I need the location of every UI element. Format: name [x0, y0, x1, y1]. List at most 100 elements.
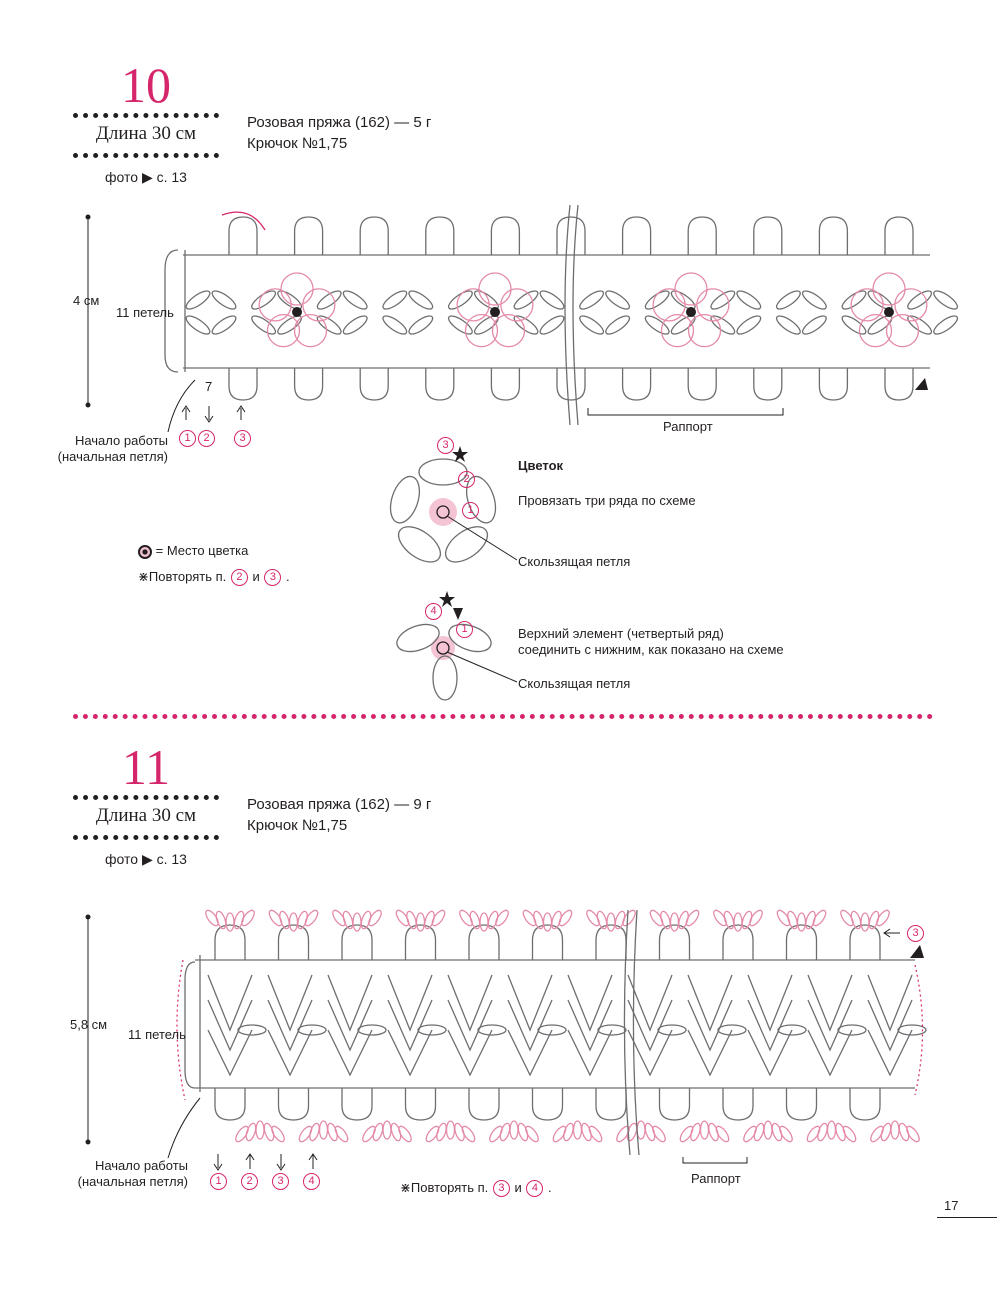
repeat-asterisk-icon: ⋇ [138, 569, 149, 584]
picot-stitch [352, 912, 362, 932]
picot-stitch [522, 909, 537, 927]
chain-loop [404, 924, 437, 960]
picot-stitch [586, 909, 600, 927]
break-mark [632, 909, 640, 1156]
picot-stitch [395, 909, 410, 927]
picot-stitch [255, 1120, 265, 1140]
flower-petal [491, 313, 526, 348]
row-marker: 3 [264, 569, 282, 587]
header-rule-bottom [73, 153, 219, 158]
v-stitch [867, 1029, 913, 1077]
chain-loop [425, 368, 455, 401]
stitch-leaf [251, 290, 277, 310]
yarn-line: Розовая пряжа (162) — 9 г [247, 796, 432, 813]
flower-petal [894, 288, 928, 322]
top-element-petal [448, 623, 492, 653]
flower-instruction: Провязать три ряда по схеме [518, 493, 696, 508]
picot-stitch [368, 909, 382, 927]
top-row-1: 1 [455, 621, 474, 639]
stitch-leaf [605, 315, 631, 335]
v-stitch [327, 1029, 373, 1077]
picot-stitch [614, 910, 626, 930]
picot-stitch [372, 1122, 384, 1142]
stitch-leaf [447, 315, 473, 335]
chain-loop [341, 924, 373, 960]
picot-stitch [723, 910, 735, 930]
stitch-leaf [342, 315, 368, 335]
stitch-leaf [513, 315, 539, 335]
stitch-leaf [417, 1024, 447, 1036]
pattern-10-start: Начало работы (начальная петля) [54, 433, 168, 465]
v-stitch [387, 974, 433, 1032]
v-stitch [807, 999, 853, 1052]
picot-stitch [558, 909, 573, 927]
row-marker: 3 [234, 430, 251, 448]
edge-stitches [176, 959, 186, 1101]
row-marker: 1 [210, 1173, 227, 1191]
row-marker: 2 [241, 1173, 258, 1191]
picot-stitch [649, 909, 664, 927]
stitch-leaf [277, 290, 303, 310]
picot-stitch [382, 1120, 392, 1140]
pattern-10-number: 10 [121, 57, 171, 113]
row-marker: 3 [907, 925, 924, 943]
pattern-11-repeat-label: Раппорт [691, 1171, 741, 1186]
edge-row-marker: 3 [906, 925, 925, 943]
chain-loop [468, 924, 500, 960]
top-element-petal [432, 655, 458, 701]
chain-loop [753, 216, 783, 255]
top-element-line-2: соединить с нижним, как показано на схем… [518, 642, 784, 657]
picot-stitch [425, 1125, 440, 1143]
arrow-up-icon [308, 1153, 318, 1169]
chain-loop [277, 1088, 310, 1121]
v-stitch [627, 999, 673, 1052]
picot-stitch [245, 1122, 257, 1142]
flower-petal [687, 313, 722, 348]
dimension-dot [85, 402, 91, 408]
picot-stitch [715, 1125, 730, 1143]
stitch-leaf [710, 290, 736, 310]
slip-loop-icon [436, 641, 450, 655]
top-element-note: Верхний элемент (четвертый ряд) соединит… [518, 626, 784, 658]
picot-stitch [842, 1125, 857, 1143]
picot-stitch [652, 1125, 666, 1143]
flower-petal [850, 288, 884, 322]
picot-stitch [796, 912, 807, 932]
arrow-up-icon [245, 1153, 255, 1169]
picot-stitch [390, 1122, 402, 1142]
picot-stitch [241, 909, 255, 927]
flower-petal [302, 288, 336, 322]
picot-stitch [489, 1125, 503, 1143]
stitch-leaf [251, 315, 277, 335]
stitch-leaf [357, 1024, 387, 1036]
stitch-leaf [657, 1024, 687, 1036]
pattern-10-repeat-label: Раппорт [663, 419, 713, 434]
chain-loop [595, 1088, 627, 1121]
chain-loop [687, 216, 717, 255]
stitch-leaf [408, 290, 434, 310]
picot-stitch [860, 912, 870, 932]
stitch-leaf [907, 290, 933, 310]
picot-stitch [787, 910, 798, 930]
chain-loop [722, 1088, 754, 1121]
picot-stitch [636, 1120, 646, 1140]
picot-stitch [469, 910, 481, 930]
stitch-leaf [670, 315, 696, 335]
start-line-2: (начальная петля) [77, 1174, 188, 1189]
picot-stitch [776, 909, 791, 927]
flower-petal [266, 313, 301, 348]
stitch-leaf [579, 315, 605, 335]
picot-stitch [454, 1122, 465, 1142]
picot-stitch [415, 912, 426, 932]
flower-petal [696, 288, 730, 322]
section-divider [73, 714, 933, 719]
picot-stitch [699, 1120, 710, 1140]
pattern-10-length: Длина 30 см [95, 123, 197, 144]
header-rule-bottom [73, 835, 219, 840]
picot-stitch [398, 1125, 412, 1143]
picot-stitch [826, 1120, 837, 1140]
stitch-leaf [775, 290, 801, 310]
picot-stitch [525, 1125, 539, 1143]
picot-stitch [533, 910, 544, 930]
